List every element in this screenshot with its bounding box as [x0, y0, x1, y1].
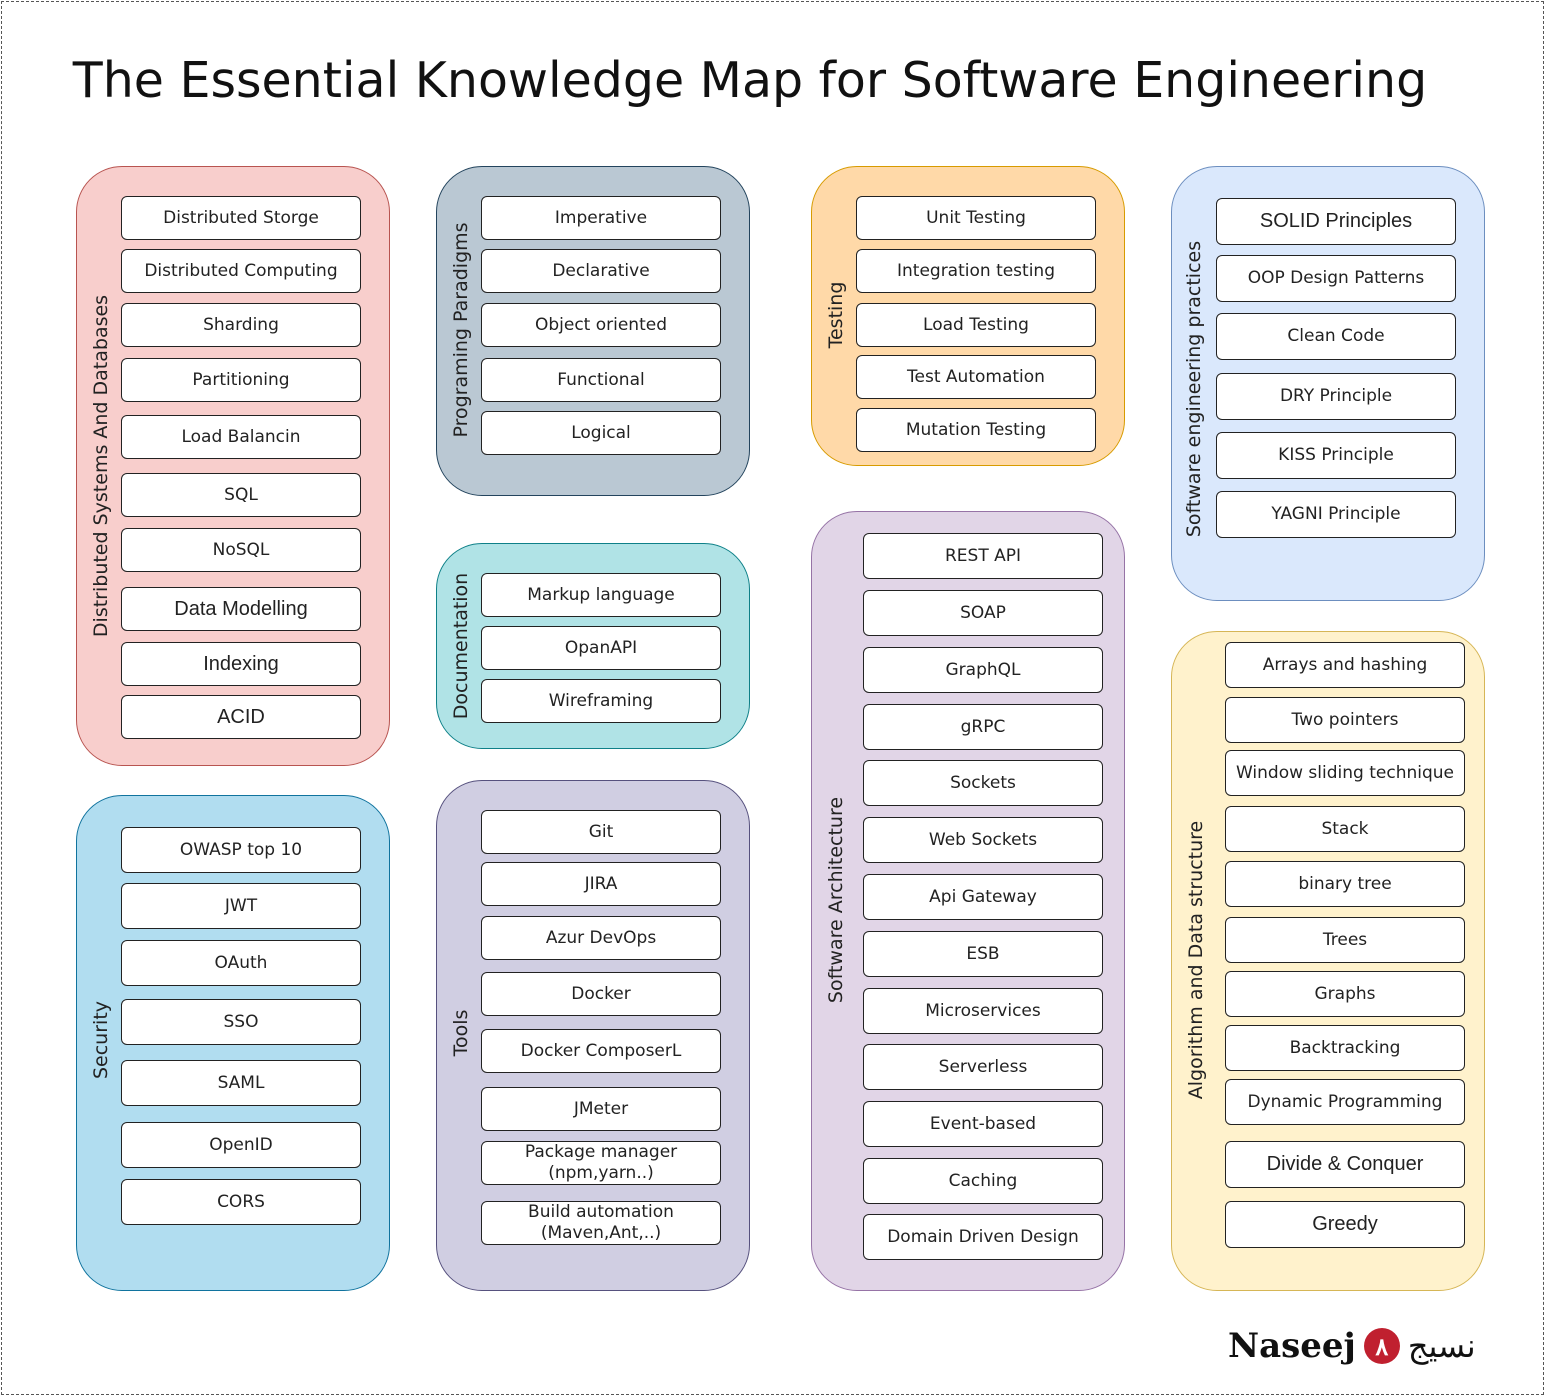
topic-node: ESB	[863, 931, 1103, 977]
topic-node: Imperative	[481, 196, 721, 240]
topic-node: Unit Testing	[856, 196, 1096, 240]
topic-node: Git	[481, 810, 721, 854]
topic-node: gRPC	[863, 704, 1103, 750]
topic-node: Logical	[481, 411, 721, 455]
topic-node: Sharding	[121, 303, 361, 347]
topic-node: Wireframing	[481, 679, 721, 723]
topic-node: Test Automation	[856, 355, 1096, 399]
topic-node: Declarative	[481, 249, 721, 293]
topic-node: Caching	[863, 1158, 1103, 1204]
topic-node: Partitioning	[121, 358, 361, 402]
topic-node: SOLID Principles	[1216, 198, 1456, 245]
topic-node: Graphs	[1225, 971, 1465, 1017]
topic-node: OAuth	[121, 940, 361, 986]
topic-node: Load Testing	[856, 303, 1096, 347]
topic-node: Dynamic Programming	[1225, 1079, 1465, 1125]
topic-node: Distributed Storge	[121, 196, 361, 240]
topic-node: Sockets	[863, 760, 1103, 806]
group-label-practices: Software engineering practices	[1183, 240, 1205, 538]
topic-node: DRY Principle	[1216, 373, 1456, 420]
topic-node: Domain Driven Design	[863, 1214, 1103, 1260]
topic-node: OpanAPI	[481, 626, 721, 670]
topic-node: REST API	[863, 533, 1103, 579]
topic-node: Event-based	[863, 1101, 1103, 1147]
topic-node: KISS Principle	[1216, 432, 1456, 479]
topic-node: GraphQL	[863, 647, 1103, 693]
topic-node: Clean Code	[1216, 313, 1456, 360]
topic-node: Stack	[1225, 806, 1465, 852]
group-label-distributed: Distributed Systems And Databases	[90, 294, 112, 638]
topic-node: ACID	[121, 695, 361, 739]
topic-node: Functional	[481, 358, 721, 402]
naseej-logo: Naseej ٨ نسيج	[1228, 1322, 1476, 1370]
topic-node: JWT	[121, 883, 361, 929]
logo-latin-text: Naseej	[1228, 1326, 1356, 1366]
topic-node: SAML	[121, 1060, 361, 1106]
topic-node: SOAP	[863, 590, 1103, 636]
topic-node: Two pointers	[1225, 697, 1465, 743]
topic-node: OOP Design Patterns	[1216, 255, 1456, 302]
logo-mark-icon: ٨	[1363, 1328, 1400, 1364]
topic-node: Distributed Computing	[121, 249, 361, 293]
topic-node: Web Sockets	[863, 817, 1103, 863]
topic-node: Window sliding technique	[1225, 750, 1465, 796]
topic-node: Backtracking	[1225, 1025, 1465, 1071]
group-label-testing: Testing	[825, 281, 847, 349]
group-label-tools: Tools	[450, 1009, 472, 1057]
group-label-security: Security	[90, 1000, 112, 1080]
topic-node: Arrays and hashing	[1225, 642, 1465, 688]
group-label-paradigms: Programing Paradigms	[450, 222, 472, 438]
topic-node: CORS	[121, 1179, 361, 1225]
topic-node: Azur DevOps	[481, 916, 721, 960]
topic-node: Indexing	[121, 642, 361, 686]
topic-node: Object oriented	[481, 303, 721, 347]
topic-node: YAGNI Principle	[1216, 491, 1456, 538]
topic-node: Greedy	[1225, 1201, 1465, 1248]
topic-node: Docker	[481, 972, 721, 1016]
topic-node: Divide & Conquer	[1225, 1141, 1465, 1188]
topic-node: Build automation (Maven,Ant,..)	[481, 1201, 721, 1245]
topic-node: NoSQL	[121, 528, 361, 572]
topic-node: Package manager (npm,yarn..)	[481, 1141, 721, 1185]
group-label-algorithms: Algorithm and Data structure	[1185, 820, 1207, 1100]
group-label-documentation: Documentation	[450, 572, 472, 720]
topic-node: SSO	[121, 999, 361, 1045]
topic-node: Api Gateway	[863, 874, 1103, 920]
topic-node: OpenID	[121, 1122, 361, 1168]
topic-node: Data Modelling	[121, 587, 361, 631]
topic-node: SQL	[121, 473, 361, 517]
topic-node: binary tree	[1225, 861, 1465, 907]
topic-node: OWASP top 10	[121, 827, 361, 873]
topic-node: Mutation Testing	[856, 408, 1096, 452]
topic-node: Docker ComposerL	[481, 1029, 721, 1073]
page-title: The Essential Knowledge Map for Software…	[72, 52, 1428, 109]
topic-node: Load Balancin	[121, 415, 361, 459]
topic-node: Trees	[1225, 917, 1465, 963]
topic-node: Integration testing	[856, 249, 1096, 293]
topic-node: Markup language	[481, 573, 721, 617]
topic-node: Microservices	[863, 988, 1103, 1034]
topic-node: JIRA	[481, 862, 721, 906]
topic-node: JMeter	[481, 1087, 721, 1131]
group-label-architecture: Software Architecture	[825, 796, 847, 1004]
logo-arabic-text: نسيج	[1407, 1327, 1476, 1365]
topic-node: Serverless	[863, 1044, 1103, 1090]
